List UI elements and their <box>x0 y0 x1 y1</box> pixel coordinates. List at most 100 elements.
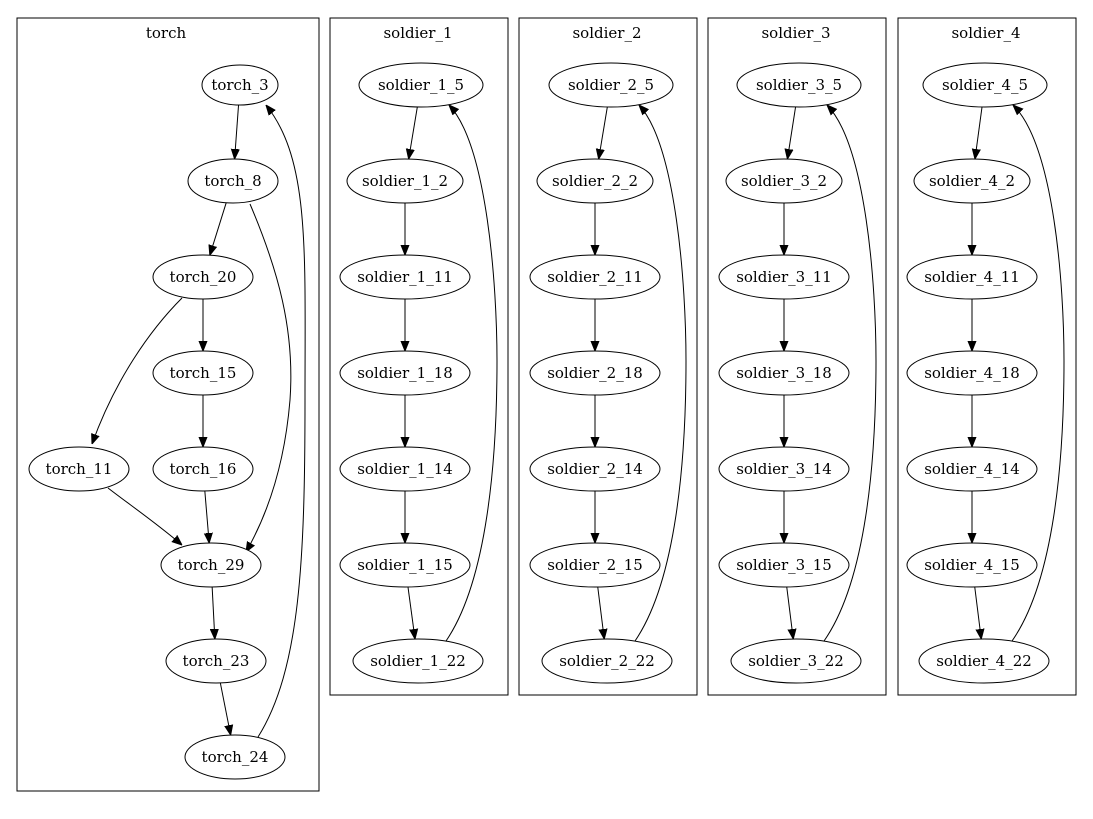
node-ellipse-torch-15 <box>152 350 254 396</box>
node-torch-24: torch_24 <box>184 734 286 780</box>
node-ellipse-soldier-1-5 <box>358 62 484 108</box>
node-label-soldier-3-11: soldier_3_11 <box>736 268 832 286</box>
node-label-soldier-2-15: soldier_2_15 <box>547 556 643 574</box>
node-ellipse-soldier-4-22 <box>918 638 1050 684</box>
node-label-soldier-3-5: soldier_3_5 <box>756 76 842 94</box>
node-ellipse-soldier-1-2 <box>346 158 464 204</box>
cluster-soldier-2: soldier_2 <box>518 17 698 696</box>
cluster-torch: torch <box>16 17 320 792</box>
node-label-soldier-3-22: soldier_3_22 <box>748 652 844 670</box>
cluster-title-soldier-4: soldier_4 <box>951 24 1020 42</box>
edge-torch-20-to-torch-11 <box>92 297 183 444</box>
node-ellipse-torch-23 <box>165 638 267 684</box>
node-label-soldier-1-2: soldier_1_2 <box>362 172 448 190</box>
node-soldier-4-15: soldier_4_15 <box>906 542 1038 588</box>
node-soldier-1-5: soldier_1_5 <box>358 62 484 108</box>
node-ellipse-soldier-2-11 <box>529 254 661 300</box>
node-ellipse-torch-8 <box>187 158 279 204</box>
edge-soldier-3-15-to-soldier-3-22 <box>786 586 794 639</box>
node-soldier-4-22: soldier_4_22 <box>918 638 1050 684</box>
edge-torch-8-to-torch-20 <box>210 202 227 255</box>
node-torch-23: torch_23 <box>165 638 267 684</box>
node-label-soldier-1-5: soldier_1_5 <box>378 76 464 94</box>
node-label-torch-29: torch_29 <box>178 556 245 574</box>
node-label-torch-3: torch_3 <box>211 76 268 94</box>
node-label-torch-23: torch_23 <box>183 652 250 670</box>
node-label-soldier-4-11: soldier_4_11 <box>924 268 1020 286</box>
node-soldier-4-11: soldier_4_11 <box>906 254 1038 300</box>
node-label-soldier-4-5: soldier_4_5 <box>942 76 1028 94</box>
node-soldier-1-15: soldier_1_15 <box>339 542 471 588</box>
edge-soldier-2-22-to-soldier-2-5 <box>634 105 687 642</box>
edge-layer <box>92 104 1065 738</box>
node-label-soldier-3-14: soldier_3_14 <box>736 460 832 478</box>
edge-torch-24-to-torch-3 <box>257 105 306 738</box>
node-soldier-3-15: soldier_3_15 <box>718 542 850 588</box>
cluster-title-torch: torch <box>146 24 187 42</box>
edge-soldier-3-22-to-soldier-3-5 <box>823 105 877 642</box>
node-ellipse-soldier-3-18 <box>718 350 850 396</box>
node-soldier-4-14: soldier_4_14 <box>906 446 1038 492</box>
node-label-soldier-1-14: soldier_1_14 <box>357 460 453 478</box>
node-soldier-4-5: soldier_4_5 <box>922 62 1048 108</box>
cluster-title-soldier-1: soldier_1 <box>383 24 452 42</box>
node-ellipse-soldier-2-15 <box>529 542 661 588</box>
node-torch-11: torch_11 <box>28 446 130 492</box>
edge-soldier-2-15-to-soldier-2-22 <box>597 586 605 639</box>
node-ellipse-soldier-1-18 <box>339 350 471 396</box>
node-soldier-3-11: soldier_3_11 <box>718 254 850 300</box>
edge-torch-3-to-torch-8 <box>235 104 239 159</box>
node-soldier-4-2: soldier_4_2 <box>913 158 1031 204</box>
node-soldier-2-18: soldier_2_18 <box>529 350 661 396</box>
node-label-soldier-2-18: soldier_2_18 <box>547 364 643 382</box>
node-label-soldier-3-2: soldier_3_2 <box>741 172 827 190</box>
edge-torch-23-to-torch-24 <box>219 682 230 735</box>
node-ellipse-soldier-1-22 <box>352 638 484 684</box>
node-torch-3: torch_3 <box>201 64 279 106</box>
node-label-soldier-2-11: soldier_2_11 <box>547 268 643 286</box>
node-torch-20: torch_20 <box>152 254 254 300</box>
node-ellipse-torch-20 <box>152 254 254 300</box>
node-ellipse-soldier-3-11 <box>718 254 850 300</box>
node-ellipse-soldier-4-2 <box>913 158 1031 204</box>
node-label-soldier-1-11: soldier_1_11 <box>357 268 453 286</box>
cluster-soldier-3: soldier_3 <box>707 17 887 696</box>
node-torch-29: torch_29 <box>160 542 262 588</box>
node-label-torch-16: torch_16 <box>170 460 237 478</box>
node-label-torch-15: torch_15 <box>170 364 237 382</box>
node-label-soldier-1-22: soldier_1_22 <box>370 652 466 670</box>
node-label-torch-11: torch_11 <box>46 460 113 478</box>
node-ellipse-soldier-4-11 <box>906 254 1038 300</box>
node-label-soldier-1-18: soldier_1_18 <box>357 364 453 382</box>
node-label-soldier-4-2: soldier_4_2 <box>929 172 1015 190</box>
node-label-soldier-3-18: soldier_3_18 <box>736 364 832 382</box>
node-soldier-1-18: soldier_1_18 <box>339 350 471 396</box>
node-ellipse-soldier-2-18 <box>529 350 661 396</box>
node-torch-15: torch_15 <box>152 350 254 396</box>
node-soldier-1-11: soldier_1_11 <box>339 254 471 300</box>
edge-soldier-4-22-to-soldier-4-5 <box>1011 105 1065 642</box>
node-ellipse-soldier-1-15 <box>339 542 471 588</box>
node-label-soldier-4-15: soldier_4_15 <box>924 556 1020 574</box>
node-ellipse-torch-3 <box>201 64 279 106</box>
node-soldier-3-5: soldier_3_5 <box>736 62 862 108</box>
node-torch-8: torch_8 <box>187 158 279 204</box>
edge-soldier-4-15-to-soldier-4-22 <box>974 586 982 639</box>
node-soldier-2-2: soldier_2_2 <box>536 158 654 204</box>
node-ellipse-soldier-4-5 <box>922 62 1048 108</box>
cluster-title-soldier-3: soldier_3 <box>761 24 830 42</box>
edge-soldier-1-5-to-soldier-1-2 <box>409 106 418 159</box>
node-ellipse-torch-11 <box>28 446 130 492</box>
cluster-soldier-4: soldier_4 <box>897 17 1077 696</box>
node-soldier-2-11: soldier_2_11 <box>529 254 661 300</box>
node-ellipse-soldier-4-18 <box>906 350 1038 396</box>
node-ellipse-torch-24 <box>184 734 286 780</box>
node-label-soldier-2-14: soldier_2_14 <box>547 460 643 478</box>
node-ellipse-soldier-3-2 <box>725 158 843 204</box>
edge-torch-11-to-torch-29 <box>107 487 182 545</box>
edge-soldier-3-5-to-soldier-3-2 <box>787 106 797 159</box>
cluster-title-soldier-2: soldier_2 <box>572 24 641 42</box>
node-ellipse-torch-16 <box>152 446 254 492</box>
edge-soldier-4-5-to-soldier-4-2 <box>975 106 983 159</box>
